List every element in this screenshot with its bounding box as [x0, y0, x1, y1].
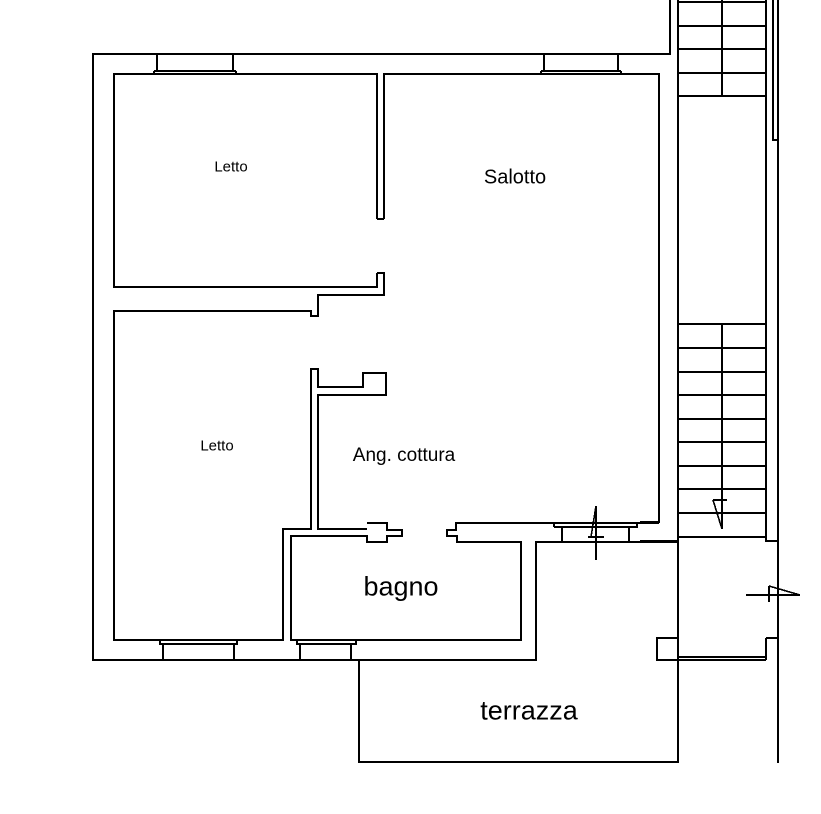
room-label-salotto: Salotto [483, 166, 547, 189]
room-label-terrazza: terrazza [480, 695, 578, 726]
direction-arrows [588, 499, 801, 602]
room-label-letto-1: Letto [214, 158, 248, 176]
room-label-bagno: bagno [363, 571, 439, 602]
walls [92, 0, 779, 763]
room-label-letto-2: Letto [200, 437, 234, 455]
room-label-ang-cottura: Ang. cottura [352, 445, 456, 466]
